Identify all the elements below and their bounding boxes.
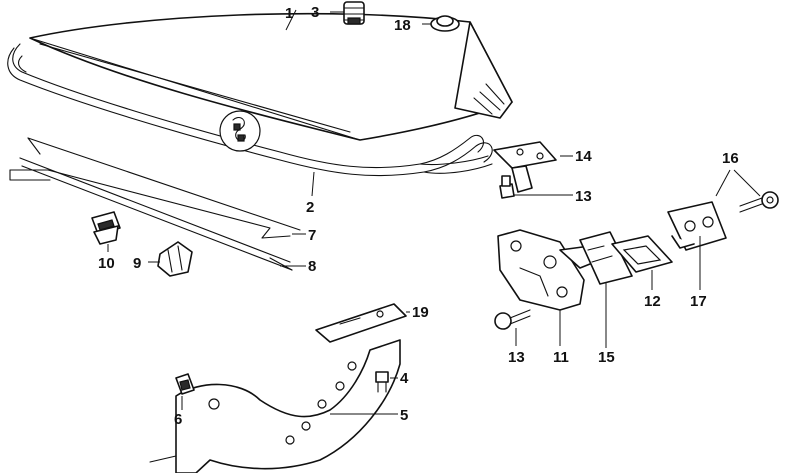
callout-19: 19 bbox=[412, 304, 429, 321]
bolt-4 bbox=[375, 371, 389, 393]
clip-6 bbox=[175, 373, 195, 395]
bump-stop bbox=[343, 1, 365, 25]
rod-7 bbox=[9, 137, 301, 239]
leader-lines bbox=[107, 9, 761, 415]
callout-3: 3 bbox=[311, 4, 319, 21]
callout-labels: 1 3 18 2 14 13 7 8 10 9 16 17 12 15 11 1… bbox=[98, 4, 739, 428]
screw-16 bbox=[739, 191, 779, 213]
callout-11: 11 bbox=[553, 349, 569, 366]
seal-weatherstrip bbox=[7, 43, 493, 177]
callout-7: 7 bbox=[308, 227, 316, 244]
bolt-13-lower bbox=[494, 309, 531, 330]
gasket-12 bbox=[611, 235, 673, 273]
hinge-arm-5 bbox=[149, 339, 401, 473]
callout-2: 2 bbox=[306, 199, 314, 216]
lock-cylinder-17 bbox=[667, 201, 727, 251]
callout-1: 1 bbox=[285, 5, 293, 22]
callout-12: 12 bbox=[644, 293, 661, 310]
plate-15 bbox=[579, 231, 633, 285]
callout-17: 17 bbox=[690, 293, 707, 310]
callout-14: 14 bbox=[575, 148, 592, 165]
callout-13-upper: 13 bbox=[575, 188, 592, 205]
callout-13-lower: 13 bbox=[508, 349, 525, 366]
trunk-lid bbox=[29, 12, 513, 141]
seal-detail-inset bbox=[219, 110, 261, 152]
callout-8: 8 bbox=[308, 258, 316, 275]
grommet bbox=[430, 15, 460, 32]
bolt-13-upper bbox=[499, 175, 515, 199]
callout-5: 5 bbox=[400, 407, 408, 424]
callout-10: 10 bbox=[98, 255, 115, 272]
callout-15: 15 bbox=[598, 349, 615, 366]
callout-16: 16 bbox=[722, 150, 739, 167]
callout-6: 6 bbox=[174, 411, 182, 428]
callout-4: 4 bbox=[400, 370, 409, 387]
callout-9: 9 bbox=[133, 255, 141, 272]
clip-9 bbox=[157, 241, 193, 277]
plate-19 bbox=[315, 303, 407, 343]
callout-18: 18 bbox=[394, 17, 411, 34]
clip-10 bbox=[91, 211, 121, 245]
bracket-14 bbox=[493, 141, 557, 193]
rod-8 bbox=[19, 157, 293, 271]
